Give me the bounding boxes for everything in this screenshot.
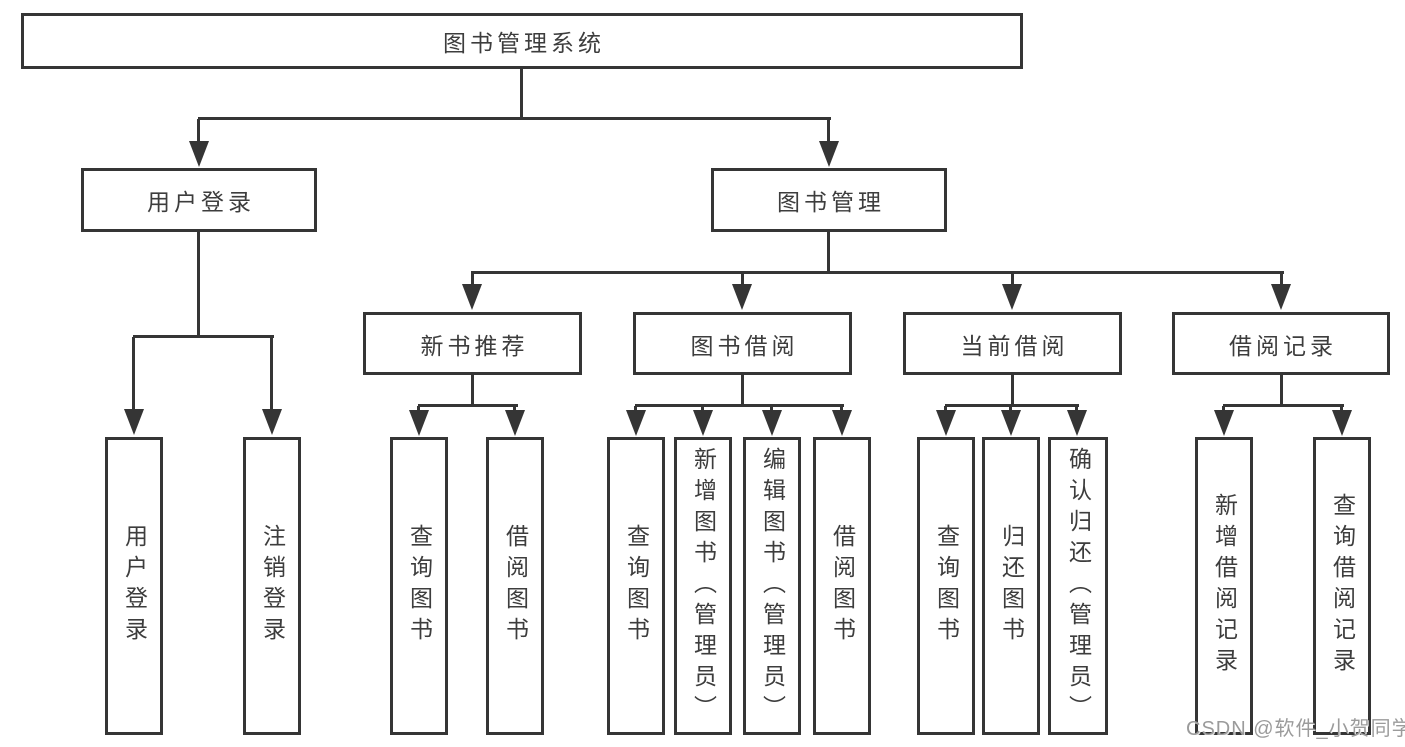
leaf-return-book: 归还图书 (982, 437, 1040, 735)
node-borrow-records: 借阅记录 (1172, 312, 1390, 375)
node-label: 查询图书 (623, 524, 650, 648)
leaf-borrow-books-recommend: 借阅图书 (486, 437, 544, 735)
connector-arrow (762, 410, 782, 436)
node-label: 编辑图书（管理员） (759, 446, 786, 726)
connector-line (418, 404, 518, 407)
connector-line (513, 406, 516, 413)
connector-arrow (626, 410, 646, 436)
node-label: 图书管理 (777, 189, 885, 215)
node-label: 用户登录 (147, 189, 255, 215)
leaf-add-book-admin: 新增图书（管理员） (674, 437, 732, 735)
node-label: 查询图书 (406, 524, 433, 648)
leaf-user-login: 用户登录 (105, 437, 163, 735)
node-label: 用户登录 (121, 524, 148, 648)
connector-arrow (693, 410, 713, 436)
connector-arrow (409, 410, 429, 436)
connector-arrow (936, 410, 956, 436)
connector-line (827, 119, 830, 142)
node-book-borrow: 图书借阅 (633, 312, 852, 375)
connector-line (133, 335, 274, 338)
connector-line (270, 337, 273, 410)
leaf-edit-book-admin: 编辑图书（管理员） (743, 437, 801, 735)
connector-arrow (1332, 410, 1352, 436)
connector-line (944, 406, 947, 413)
connector-arrow (1001, 410, 1021, 436)
connector-line (840, 406, 843, 413)
connector-line (945, 404, 1079, 407)
node-label: 新增借阅记录 (1211, 493, 1238, 679)
connector-line (197, 232, 200, 338)
connector-line (635, 404, 844, 407)
connector-line (520, 69, 523, 119)
leaf-borrow-books: 借阅图书 (813, 437, 871, 735)
connector-line (701, 406, 704, 413)
node-label: 查询借阅记录 (1329, 493, 1356, 679)
node-label: 新增图书（管理员） (690, 446, 717, 726)
node-label: 借阅记录 (1229, 332, 1337, 359)
connector-arrow (1067, 410, 1087, 436)
connector-arrow (1271, 284, 1291, 310)
connector-line (634, 406, 637, 413)
leaf-query-books-recommend: 查询图书 (390, 437, 448, 735)
node-book-management: 图书管理 (711, 168, 947, 232)
node-label: 查询图书 (933, 524, 960, 648)
connector-line (1009, 406, 1012, 413)
connector-line (741, 273, 744, 286)
leaf-query-borrow-record: 查询借阅记录 (1313, 437, 1371, 735)
connector-arrow (819, 141, 839, 167)
connector-line (417, 406, 420, 413)
node-new-book-recommend: 新书推荐 (363, 312, 582, 375)
connector-line (1222, 406, 1225, 413)
node-label: 注销登录 (259, 524, 286, 648)
leaf-confirm-return-admin: 确认归还（管理员） (1048, 437, 1108, 735)
connector-line (132, 337, 135, 410)
connector-arrow (1214, 410, 1234, 436)
node-label: 当前借阅 (960, 332, 1069, 359)
connector-line (1340, 406, 1343, 413)
connector-line (1280, 375, 1283, 407)
connector-line (741, 375, 744, 407)
node-label: 确认归还（管理员） (1065, 446, 1092, 726)
watermark-text: CSDN @软件_小贺同学 (1186, 718, 1405, 740)
connector-line (198, 117, 831, 120)
connector-line (471, 273, 474, 286)
connector-line (1011, 273, 1014, 286)
connector-line (1075, 406, 1078, 413)
node-user-login: 用户登录 (81, 168, 317, 232)
connector-line (471, 375, 474, 407)
leaf-query-books-borrow: 查询图书 (607, 437, 665, 735)
node-label: 借阅图书 (829, 524, 856, 648)
connector-arrow (832, 410, 852, 436)
connector-arrow (1002, 284, 1022, 310)
connector-line (827, 232, 830, 273)
connector-arrow (505, 410, 525, 436)
connector-line (770, 406, 773, 413)
leaf-query-books-current: 查询图书 (917, 437, 975, 735)
connector-arrow (732, 284, 752, 310)
node-label: 借阅图书 (502, 524, 529, 648)
connector-line (1011, 375, 1014, 407)
node-label: 归还图书 (998, 524, 1025, 648)
node-current-borrow: 当前借阅 (903, 312, 1122, 375)
connector-line (197, 119, 200, 142)
connector-line (1280, 273, 1283, 286)
connector-arrow (124, 409, 144, 435)
leaf-logout: 注销登录 (243, 437, 301, 735)
connector-arrow (262, 409, 282, 435)
node-label: 图书管理系统 (443, 30, 605, 56)
node-label: 新书推荐 (420, 332, 529, 359)
connector-arrow (189, 141, 209, 167)
connector-line (1223, 404, 1344, 407)
leaf-add-borrow-record: 新增借阅记录 (1195, 437, 1253, 735)
node-label: 图书借阅 (690, 332, 799, 359)
connector-line (471, 271, 1284, 274)
connector-arrow (462, 284, 482, 310)
node-root: 图书管理系统 (21, 13, 1023, 69)
